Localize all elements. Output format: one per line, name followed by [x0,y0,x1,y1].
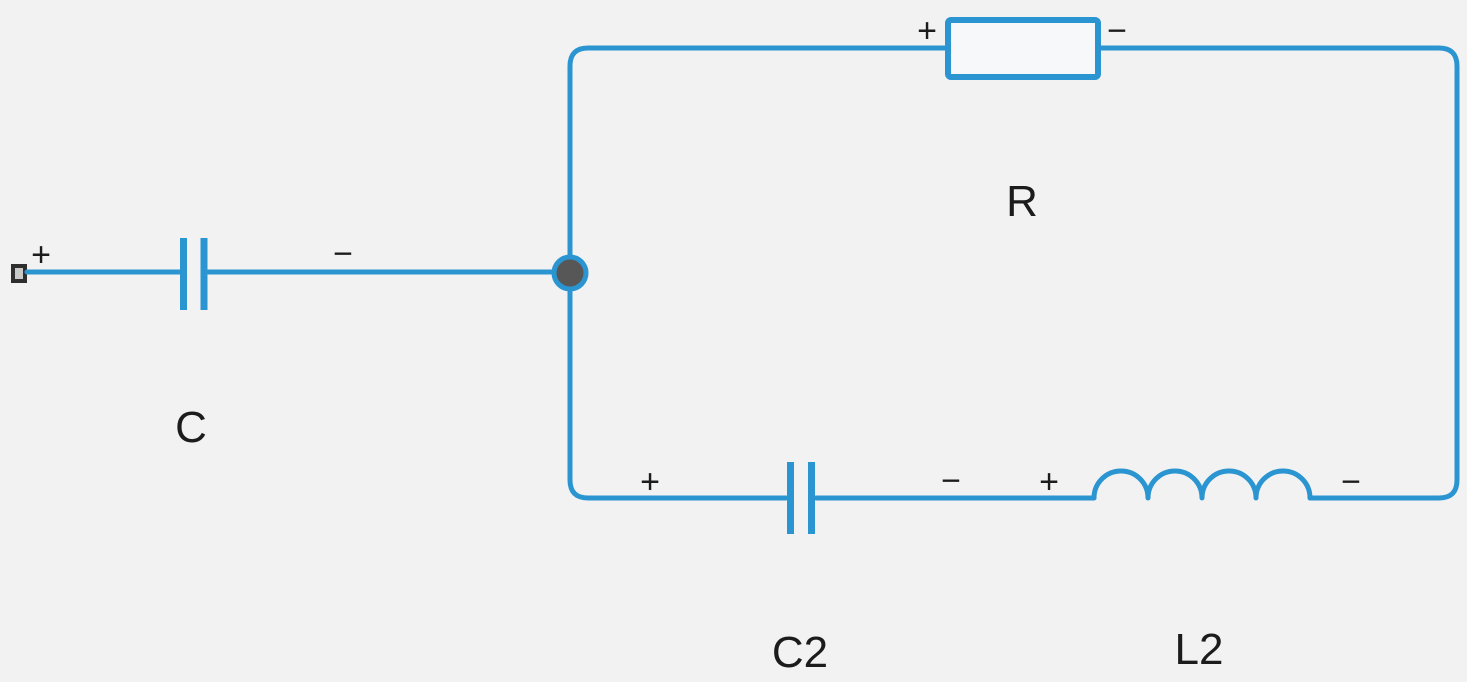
c1-plus-sign: + [31,236,51,274]
r-plus-sign: + [917,12,937,50]
l2-plus-sign: + [1039,463,1059,501]
resistor-r-body[interactable] [945,17,1101,80]
wire-c2-to-node[interactable] [567,285,789,501]
c2-minus-sign: − [941,462,961,500]
input-terminal[interactable] [11,264,27,283]
c1-minus-sign: − [333,235,353,273]
junction-node[interactable] [551,254,589,292]
resistor-r-label: R [1006,177,1038,226]
wire-resistor-to-right-side[interactable] [1095,45,1460,501]
capacitor-c2-label: C2 [772,628,828,677]
c2-plus-sign: + [640,463,660,501]
wire-node-to-resistor[interactable] [567,45,949,261]
l2-minus-sign: − [1341,463,1361,501]
inductor-l2-label: L2 [1175,625,1224,674]
inductor-l2-coil[interactable] [1091,468,1313,501]
r-minus-sign: − [1107,12,1127,50]
capacitor-c1-label: C [175,403,207,452]
